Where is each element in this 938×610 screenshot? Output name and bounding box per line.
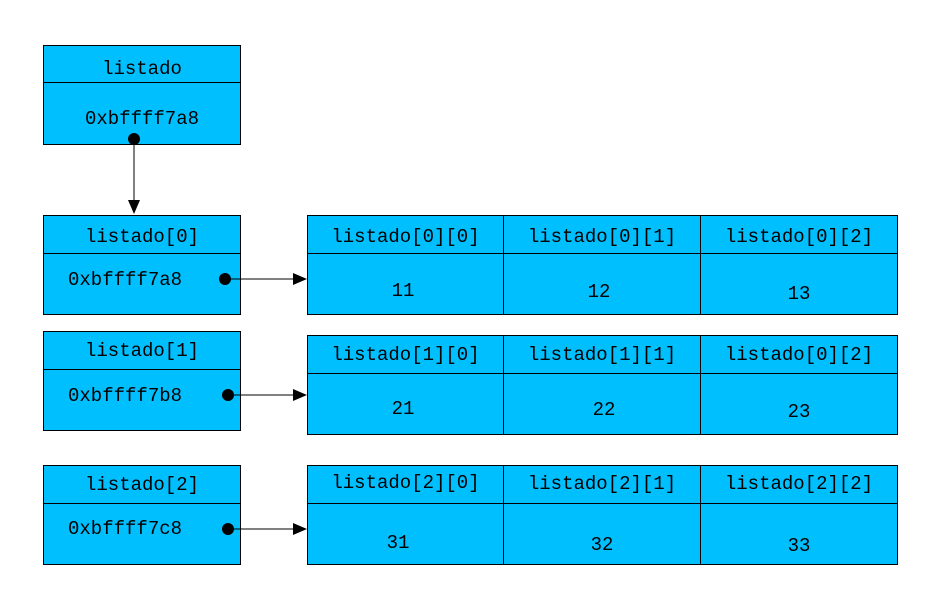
row-pointer-value-0: 0xbffff7a8 (68, 269, 183, 291)
array-row-0: listado[0][0] listado[0][1] listado[0][2… (307, 215, 898, 315)
array-row-2-value-1: 32 (590, 534, 614, 556)
array-row-1-value-2: 23 (787, 401, 811, 423)
array-row-2-divider (308, 503, 897, 504)
array-row-2-header-2: listado[2][2] (724, 473, 874, 495)
array-row-0-value-0: 11 (391, 280, 415, 302)
array-row-2-value-0: 31 (386, 532, 410, 554)
array-row-2-value-2: 33 (787, 535, 811, 557)
pointer-arrow-listado (128, 133, 140, 214)
row-pointer-value-1: 0xbffff7b8 (68, 385, 183, 407)
array-row-2-col-divider-2 (700, 466, 701, 564)
row-pointer-box-1: listado[1] 0xbffff7b8 (43, 331, 241, 431)
row-pointer-value-2: 0xbffff7c8 (68, 518, 183, 540)
listado-pointer-value: 0xbffff7a8 (84, 108, 200, 130)
array-row-1-header-1: listado[1][1] (527, 344, 677, 366)
array-row-1-value-1: 22 (592, 399, 616, 421)
row-pointer-box-2: listado[2] 0xbffff7c8 (43, 465, 241, 565)
row-pointer-divider-0 (44, 253, 240, 254)
array-row-2-col-divider-1 (503, 466, 504, 564)
arrowhead-row-0 (293, 273, 307, 285)
arrowhead-listado (128, 200, 140, 214)
array-row-0-divider (308, 253, 897, 254)
array-row-1-value-0: 21 (391, 398, 415, 420)
arrowhead-row-2 (293, 523, 307, 535)
arrowhead-row-1 (293, 389, 307, 401)
array-row-0-header-1: listado[0][1] (527, 226, 677, 248)
row-pointer-name-1: listado[1] (84, 340, 200, 362)
array-row-0-value-1: 12 (587, 281, 611, 303)
array-row-0-header-2: listado[0][2] (724, 226, 874, 248)
array-row-0-value-2: 13 (787, 283, 811, 305)
row-pointer-name-2: listado[2] (84, 474, 200, 496)
array-row-1-header-0: listado[1][0] (331, 344, 480, 366)
array-row-0-col-divider-2 (700, 216, 701, 314)
row-pointer-divider-2 (44, 503, 240, 504)
listado-pointer-box: listado 0xbffff7a8 (43, 45, 241, 145)
row-pointer-box-0: listado[0] 0xbffff7a8 (43, 215, 241, 315)
array-row-1: listado[1][0] listado[1][1] listado[0][2… (307, 335, 898, 435)
array-row-1-header-2: listado[0][2] (724, 344, 874, 366)
array-row-0-col-divider-1 (503, 216, 504, 314)
array-row-1-col-divider-1 (503, 336, 504, 434)
array-row-0-header-0: listado[0][0] (331, 226, 480, 248)
array-row-2: listado[2][0] listado[2][1] listado[2][2… (307, 465, 898, 565)
array-row-1-col-divider-2 (700, 336, 701, 434)
listado-pointer-name: listado (102, 58, 182, 80)
listado-pointer-divider (44, 82, 240, 83)
row-pointer-divider-1 (44, 369, 240, 370)
array-row-2-header-0: listado[2][0] (331, 472, 480, 494)
array-row-1-divider (308, 373, 897, 374)
array-row-2-header-1: listado[2][1] (527, 473, 677, 495)
row-pointer-name-0: listado[0] (84, 226, 200, 248)
